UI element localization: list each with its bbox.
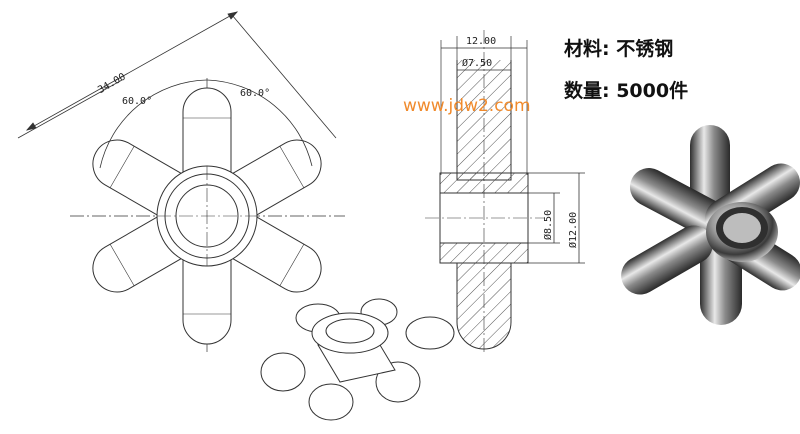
front-view [17,11,345,352]
angle-arc-left [99,79,208,169]
arm-top [182,87,232,172]
section-view [425,30,585,352]
angle-right-text: 60.0° [240,88,270,99]
arm-lower-left [92,216,182,293]
dim-inner-text: Ø8.50 [542,210,554,240]
dim-overall-text: 34.00 [96,71,128,96]
angle-arc-right [206,79,313,167]
arm-upper-left [92,139,182,216]
rendered-part-image [619,110,800,330]
dim-width-text: 12.00 [466,36,496,47]
arm-upper-right [232,139,322,216]
dim-overall [17,11,337,139]
watermark-text: www.jdw2.com [403,96,531,116]
dim-hole-text: Ø7.50 [462,57,492,69]
arm-lower-right [232,216,322,293]
iso-arm-bottom [308,383,354,421]
iso-arm-left [260,352,306,392]
arms [92,87,322,345]
arm-bottom [182,260,232,345]
dim-outer-text: Ø12.00 [567,212,579,248]
quantity-label: 数量: 5000件 [564,80,689,102]
material-label: 材料: 不锈钢 [564,38,674,60]
iso-arm-right [405,316,455,350]
isometric-view [260,298,455,421]
iso-hub-bore [325,318,375,344]
angle-left-text: 60.0° [122,96,152,107]
